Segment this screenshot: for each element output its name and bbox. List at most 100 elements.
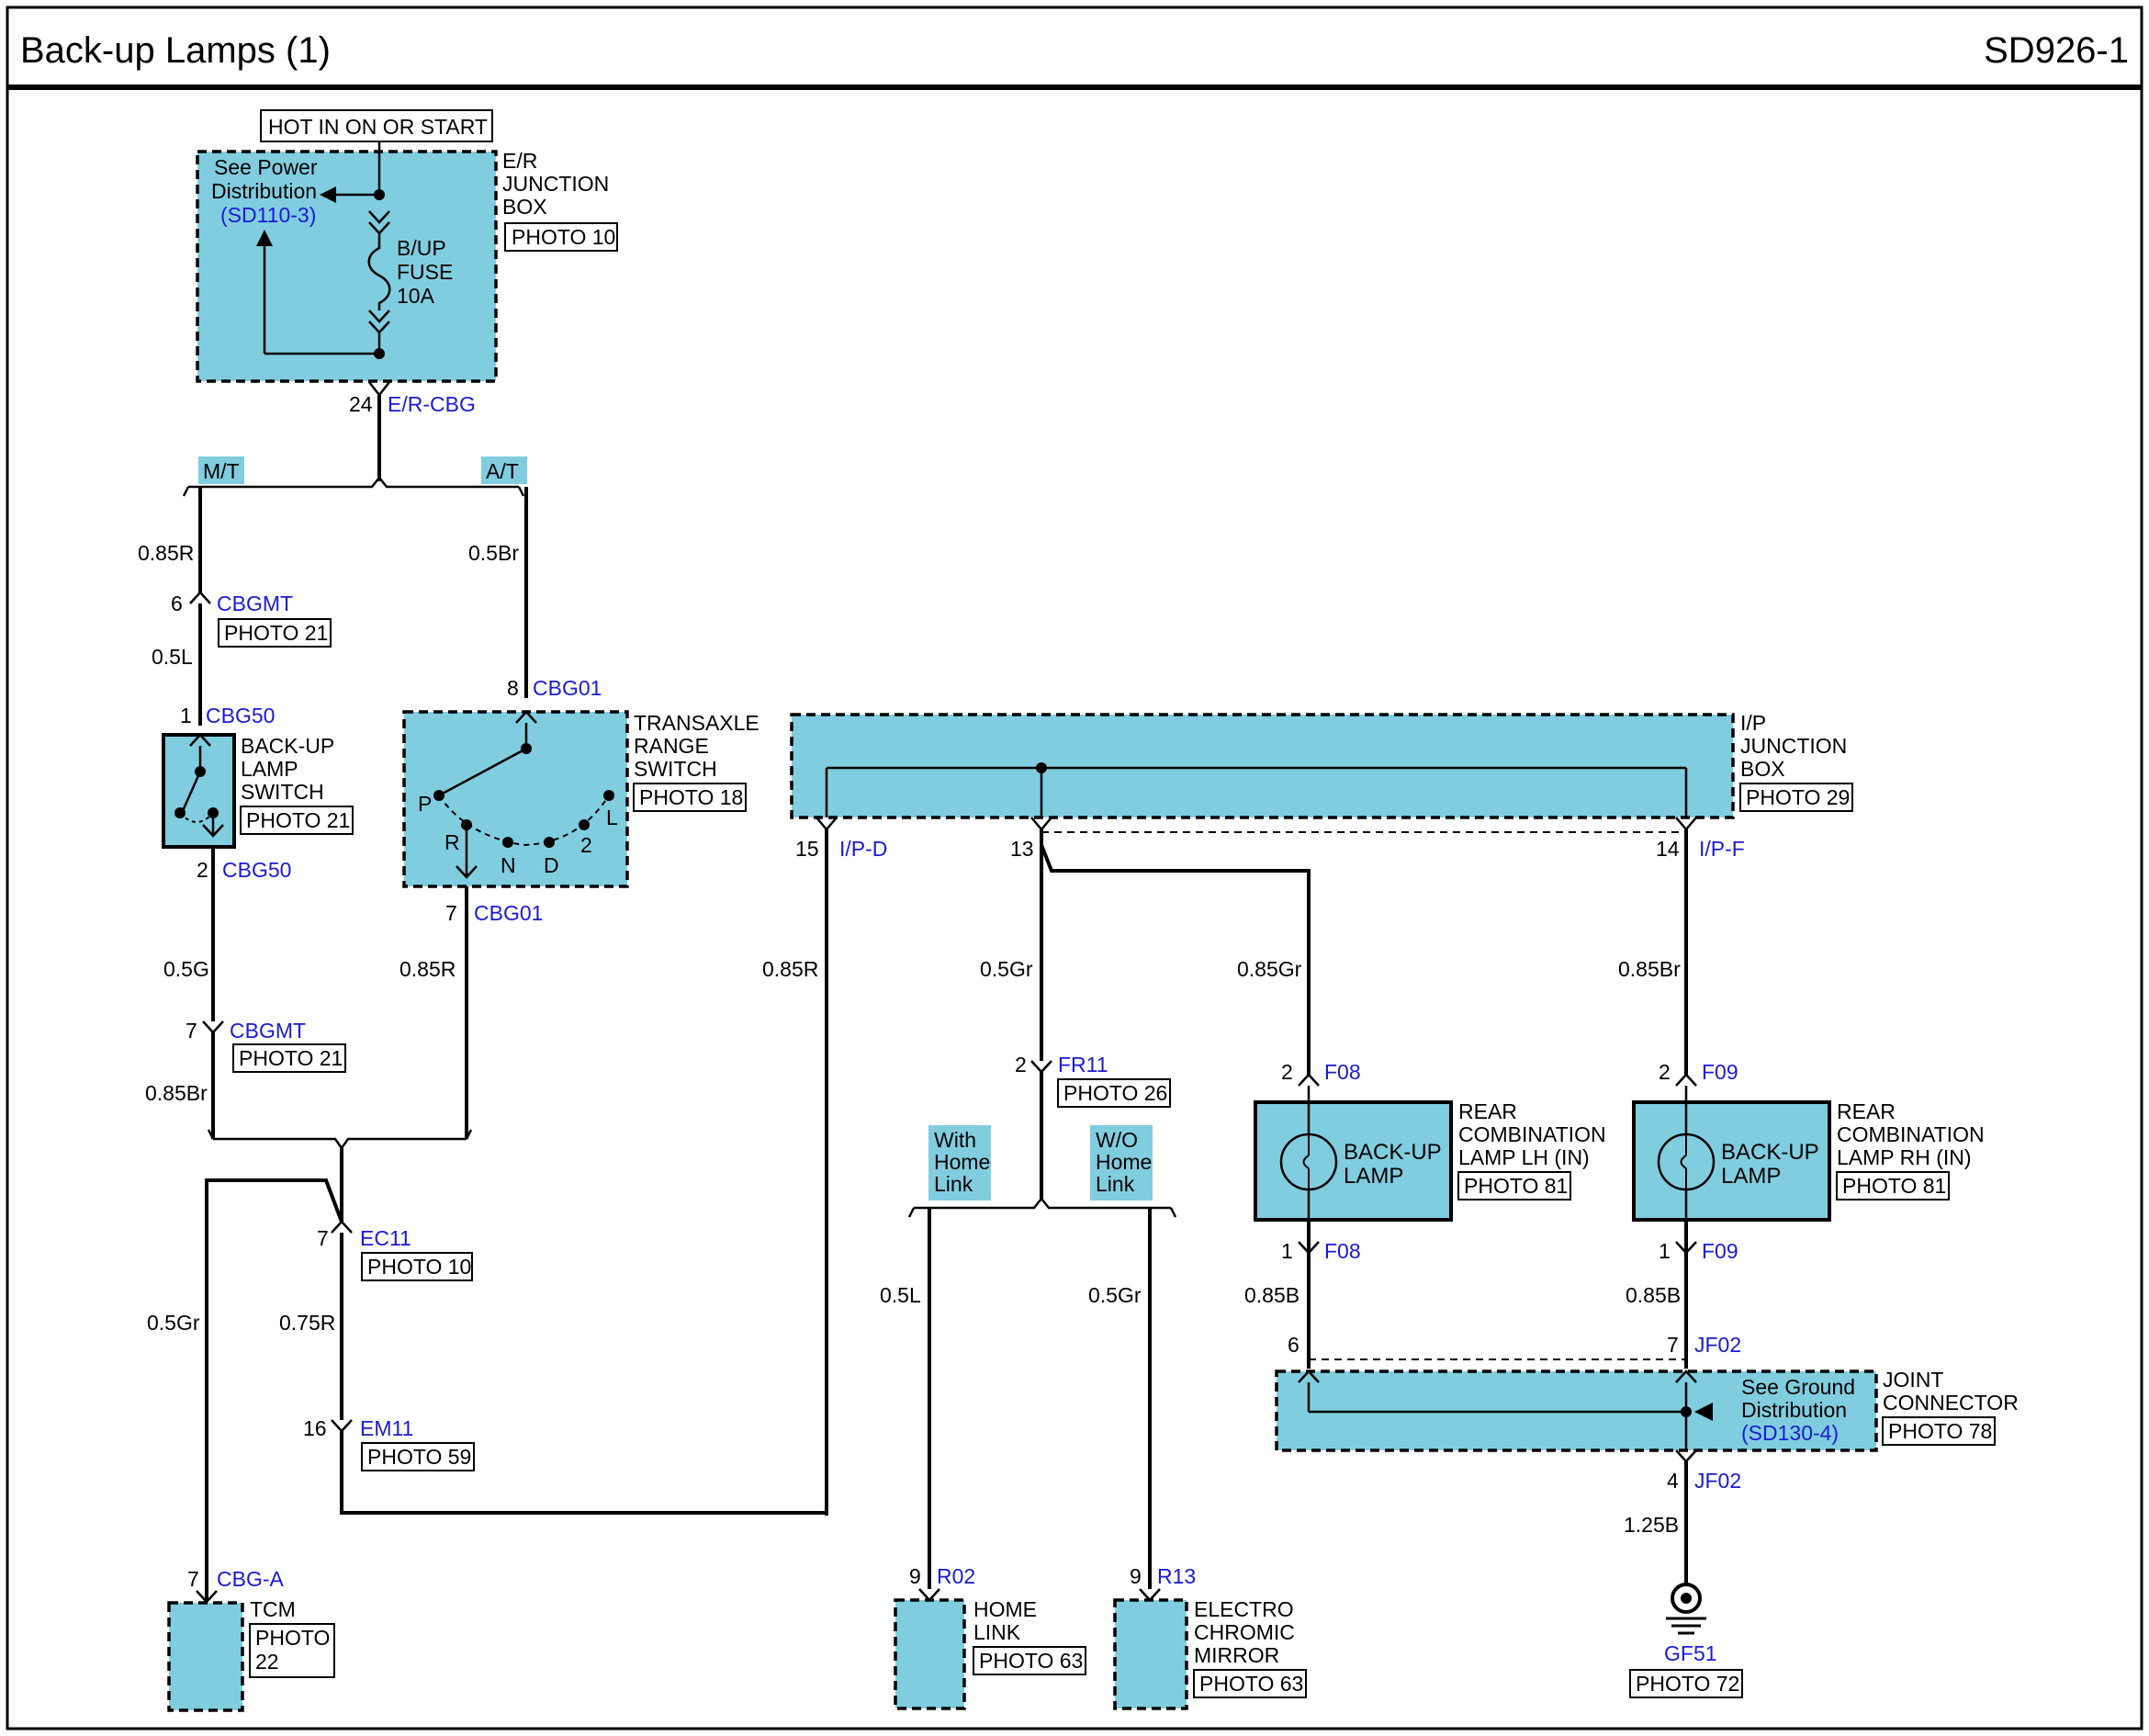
lamp-lh-name-1: REAR <box>1458 1099 1517 1123</box>
pin-label: 7 <box>1667 1333 1679 1357</box>
pin-label: 14 <box>1656 837 1680 861</box>
connector-label: EM11 <box>360 1416 413 1440</box>
lamp-rh-name-3: LAMP RH (IN) <box>1837 1145 1972 1169</box>
tcm-label: TCM <box>250 1597 296 1621</box>
with-tag-2: Home <box>934 1150 990 1174</box>
connector-label: I/P-D <box>839 837 887 861</box>
with-tag-3: Link <box>934 1172 973 1196</box>
wire-label: 0.85R <box>399 957 456 981</box>
ground-dist-ref[interactable]: (SD130-4) <box>1741 1421 1839 1445</box>
home-link-label-1: HOME <box>973 1597 1037 1621</box>
lamp-lh-name-2: COMBINATION <box>1458 1122 1606 1146</box>
er-box-photo: PHOTO 10 <box>512 225 615 249</box>
photo-ref: PHOTO 78 <box>1888 1419 1992 1443</box>
home-link: HOME LINK PHOTO 63 <box>894 1597 1086 1710</box>
page-code: SD926-1 <box>1984 30 2129 71</box>
joint-label-1: JOINT <box>1883 1368 1943 1392</box>
arrow-icon <box>320 186 336 203</box>
hot-label: HOT IN ON OR START <box>268 115 488 139</box>
er-box-name-1: E/R <box>502 149 537 173</box>
pos-n: N <box>501 853 516 877</box>
wire-label: 0.75R <box>279 1311 335 1335</box>
connector-label: CBG01 <box>533 676 602 700</box>
mirror-label-2: CHROMIC <box>1194 1620 1295 1644</box>
lamp-rh-label-2: LAMP <box>1721 1164 1781 1189</box>
power-dist-ref[interactable]: (SD110-3) <box>220 203 316 227</box>
connector-label: CBG01 <box>474 901 543 925</box>
pos-p: P <box>418 792 432 816</box>
pin-label: 1 <box>180 704 192 727</box>
wire-label: 0.5G <box>163 957 209 981</box>
sheet-frame <box>6 6 2143 1730</box>
with-tag-1: With <box>934 1128 976 1152</box>
connector-label: F09 <box>1702 1239 1738 1263</box>
photo-ref: PHOTO 21 <box>246 808 350 832</box>
wire-label: 0.5Gr <box>980 957 1033 981</box>
pin-label: 6 <box>1288 1333 1300 1357</box>
photo-ref: PHOTO 21 <box>224 621 328 645</box>
fuse-label-3: 10A <box>397 284 435 308</box>
transaxle-label-3: SWITCH <box>634 757 717 781</box>
ground-icon <box>1666 1583 1706 1635</box>
pos-2: 2 <box>580 833 592 857</box>
photo-ref: PHOTO 63 <box>1199 1672 1303 1696</box>
tcm: TCM PHOTO 22 <box>167 1597 335 1712</box>
electrochromic-mirror: ELECTRO CHROMIC MIRROR PHOTO 63 <box>1113 1597 1307 1710</box>
wire-label: 0.5L <box>880 1283 921 1307</box>
ip-box-label-1: I/P <box>1740 711 1766 735</box>
arrow-up-icon <box>256 230 273 246</box>
ground-label: GF51 <box>1664 1641 1717 1665</box>
mt-tag: M/T <box>203 459 240 483</box>
connector-label: EC11 <box>360 1226 411 1250</box>
connector-label: I/P-F <box>1699 837 1745 861</box>
rear-combination-lamp-rh: BACK-UP LAMP REAR COMBINATION LAMP RH (I… <box>1632 1086 1985 1222</box>
transaxle-range-switch: P R N D 2 L TRANSAXLE RANGE SWITCH PHOTO… <box>402 710 759 888</box>
photo-ref: PHOTO 29 <box>1746 785 1850 809</box>
pos-d: D <box>544 853 559 877</box>
connector-label: JF02 <box>1694 1469 1741 1493</box>
pin-label: 2 <box>1281 1060 1293 1084</box>
page-title: Back-up Lamps (1) <box>20 30 331 71</box>
connector-label: R13 <box>1157 1564 1196 1588</box>
at-tag: A/T <box>486 459 519 483</box>
pin-label: 9 <box>1130 1564 1142 1588</box>
pin-label: 1 <box>1659 1239 1671 1263</box>
transaxle-label-1: TRANSAXLE <box>634 711 759 735</box>
er-box-name-2: JUNCTION <box>502 172 609 196</box>
lamp-rh-name-2: COMBINATION <box>1837 1122 1985 1146</box>
wire-label: 0.85Br <box>145 1081 208 1105</box>
lamp-lh-label-2: LAMP <box>1344 1164 1403 1189</box>
pin-label: 7 <box>187 1567 199 1591</box>
er-box-name-3: BOX <box>502 195 547 219</box>
switch-label-3: SWITCH <box>241 780 324 804</box>
joint-label-2: CONNECTOR <box>1883 1391 2019 1415</box>
pin-label: 7 <box>186 1019 197 1043</box>
mirror-label-1: ELECTRO <box>1194 1597 1294 1621</box>
wire-label: 0.85Br <box>1618 957 1681 981</box>
ip-box-label-2: JUNCTION <box>1740 734 1847 758</box>
connector-label: CBG-A <box>217 1567 285 1591</box>
transaxle-label-2: RANGE <box>634 734 709 758</box>
switch-label-1: BACK-UP <box>241 734 334 758</box>
wo-tag-3: Link <box>1096 1172 1135 1196</box>
photo-ref: 22 <box>255 1650 279 1674</box>
photo-ref: PHOTO <box>255 1626 330 1650</box>
er-pin: 24 <box>349 392 373 416</box>
power-dist-see-1: See Power <box>214 155 318 179</box>
lamp-lh-label-1: BACK-UP <box>1344 1140 1442 1165</box>
lamp-lh-name-3: LAMP LH (IN) <box>1458 1145 1590 1169</box>
pos-r: R <box>444 830 460 854</box>
lamp-rh-name-1: REAR <box>1837 1099 1896 1123</box>
er-junction-box: HOT IN ON OR START E/R JUNCTION BOX PHOT… <box>196 109 618 383</box>
wire-label: 0.5Br <box>468 541 519 565</box>
wire-label: 1.25B <box>1624 1513 1679 1537</box>
switch-label-2: LAMP <box>241 757 298 781</box>
wire-label: 0.85Gr <box>1237 957 1302 981</box>
pin-label: 7 <box>317 1226 329 1250</box>
wire-label: 0.85B <box>1626 1283 1681 1307</box>
connector-label: F08 <box>1324 1060 1361 1084</box>
photo-ref: PHOTO 81 <box>1842 1174 1946 1198</box>
pin-label: 2 <box>1659 1060 1671 1084</box>
backup-lamp-switch: BACK-UP LAMP SWITCH PHOTO 21 <box>162 733 354 849</box>
